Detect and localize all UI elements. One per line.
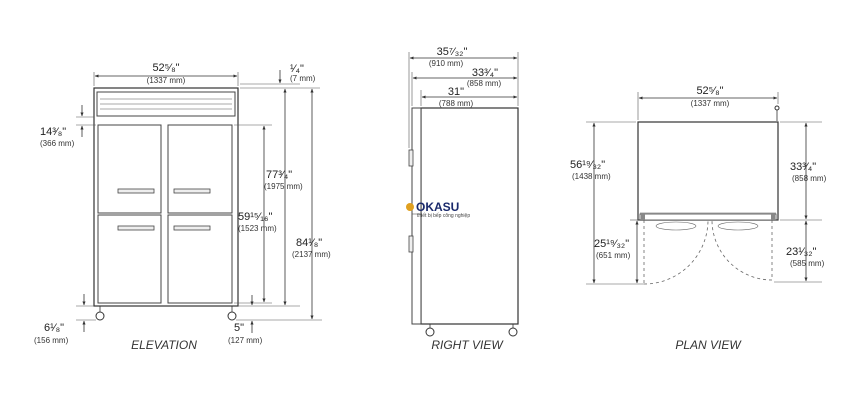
plan-hinge-right (771, 214, 775, 220)
handle-upper-left (117, 188, 155, 194)
plan-view: 52⁵⁄₈" (1337 mm) 56¹⁹⁄₃₂" (1438 mm) 25¹⁹… (570, 85, 827, 352)
elev-cabinet-mm: (1975 mm) (264, 182, 303, 191)
right-view: 35⁷⁄₃₂" (910 mm) 33³⁄₄" (858 mm) 31" (78… (406, 46, 519, 352)
plan-vent-icon (774, 105, 780, 111)
caster-right (227, 311, 237, 321)
right-handle-lower (408, 235, 414, 253)
plan-depth-in: 33³⁄₄" (790, 161, 816, 173)
handle-lower-left (117, 225, 155, 231)
handle-upper-right (173, 188, 211, 194)
elev-cabinet-in: 77³⁄₄" (266, 169, 292, 181)
right-handle-upper (408, 149, 414, 167)
elev-caster-mm: (127 mm) (228, 336, 263, 345)
right-door-edge (411, 107, 422, 325)
elevation-caption: ELEVATION (131, 338, 197, 352)
right-depth-inner-mm: (788 mm) (439, 99, 474, 108)
elev-caster-in: 5" (234, 322, 244, 334)
elev-base-mm: (156 mm) (34, 336, 69, 345)
plan-hinge-left (641, 214, 645, 220)
plan-swing-left-in: 25¹⁹⁄₃₂" (594, 238, 629, 250)
plan-door-panel-right (717, 221, 759, 231)
plan-width-mm: (1337 mm) (691, 99, 730, 108)
elev-doors-in: 59¹⁵⁄₁₆" (238, 211, 272, 223)
watermark-logo-icon (406, 203, 414, 211)
elev-width-mm: (1337 mm) (147, 76, 186, 85)
elev-topgap-mm: (7 mm) (290, 74, 316, 83)
right-caster-back (508, 327, 518, 337)
right-depth-body-mm: (858 mm) (467, 79, 502, 88)
elev-overall-in: 84¹⁄₈" (296, 237, 322, 249)
right-cabinet (420, 107, 519, 325)
plan-view-caption: PLAN VIEW (675, 338, 742, 352)
plan-swing-right-in: 23¹⁄₃₂" (786, 246, 816, 258)
handle-lower-right (173, 225, 211, 231)
right-depth-overall-mm: (910 mm) (429, 59, 464, 68)
elev-overall-mm: (2137 mm) (292, 250, 331, 259)
okasu-watermark: OKASU thiết bị bếp công nghiệp (406, 200, 470, 219)
plan-swing-left-mm: (651 mm) (596, 251, 631, 260)
plan-open-depth-in: 56¹⁹⁄₃₂" (570, 159, 605, 171)
elev-doors-mm: (1523 mm) (238, 224, 277, 233)
elev-width-in: 52⁵⁄₈" (152, 62, 179, 74)
door-upper-left (97, 124, 162, 214)
plan-depth-mm: (858 mm) (792, 174, 827, 183)
plan-door-panel-left (655, 221, 697, 231)
watermark-brand: OKASU (416, 200, 459, 214)
plan-open-depth-mm: (1438 mm) (572, 172, 611, 181)
elev-base-in: 6¹⁄₈" (44, 322, 64, 334)
elev-upper-door-in: 14³⁄₈" (40, 126, 66, 138)
plan-swing-right-mm: (585 mm) (790, 259, 825, 268)
plan-door-strip (639, 213, 777, 221)
right-view-caption: RIGHT VIEW (431, 338, 504, 352)
right-depth-inner-in: 31" (448, 86, 464, 98)
right-caster-front (425, 327, 435, 337)
right-depth-overall-in: 35⁷⁄₃₂" (437, 46, 468, 58)
elevation-view: 52⁵⁄₈" (1337 mm) ¹⁄₄" (7 mm) 14³⁄₈" (366… (34, 62, 331, 352)
elev-upper-door-mm: (366 mm) (40, 139, 75, 148)
plan-cabinet (637, 121, 779, 221)
right-depth-body-in: 33³⁄₄" (472, 67, 498, 79)
watermark-sub: thiết bị bếp công nghiệp (417, 213, 470, 219)
elev-topgap-in: ¹⁄₄" (290, 63, 304, 75)
plan-swing-left-arc (643, 219, 709, 285)
door-upper-right (167, 124, 233, 214)
plan-width-in: 52⁵⁄₈" (696, 85, 723, 97)
caster-left (95, 311, 105, 321)
